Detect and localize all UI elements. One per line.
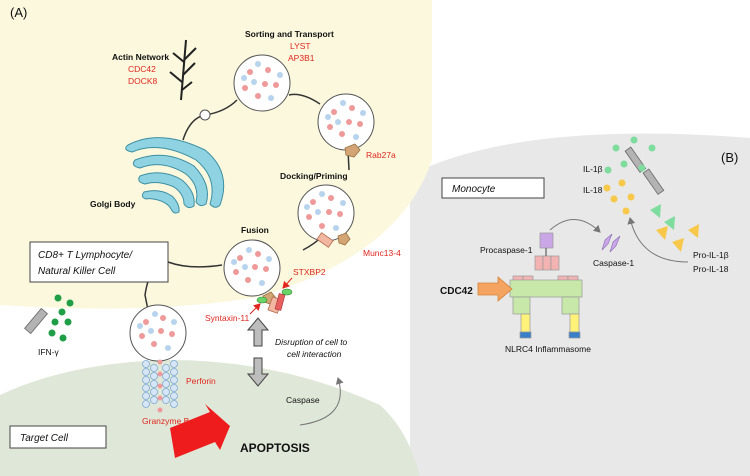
ifn-gamma-label: IFN-γ [38, 347, 60, 357]
disruption-line1: Disruption of cell to [275, 337, 348, 347]
activation-arrow [549, 219, 601, 233]
cdc42-label: CDC42 [128, 64, 156, 74]
granule-synapse [129, 304, 187, 362]
pro-il-1b-label: Pro-IL-1β [693, 250, 729, 260]
granule-docking [297, 184, 355, 242]
golgi-body-icon [125, 137, 225, 214]
caspase-label: Caspase [286, 395, 320, 405]
perforin-pore [142, 360, 178, 408]
rab27a-label: Rab27a [366, 150, 396, 160]
il-18-molecules [603, 179, 635, 215]
stxbp2-label: STXBP2 [293, 267, 326, 277]
pro-il-18-label: Pro-IL-18 [693, 264, 729, 274]
munc13-4-label: Munc13-4 [363, 248, 401, 258]
target-cell-label-box [9, 425, 107, 449]
procaspase-1-label: Procaspase-1 [480, 245, 533, 255]
ifn-gamma-receptor [24, 307, 48, 335]
cdc42-activation-arrow [477, 276, 513, 302]
munc13-4-protein [316, 232, 334, 248]
cdc42-panel-b-label: CDC42 [440, 286, 473, 297]
cytokine-channel-2 [642, 168, 665, 195]
granzyme-b-molecules [157, 359, 163, 413]
caspase-1-enzyme [601, 233, 621, 253]
docking-priming-label: Docking/Priming [280, 171, 348, 181]
panel-b-label: (B) [721, 150, 738, 165]
perforin-label: Perforin [186, 376, 216, 386]
syntaxin-11-label: Syntaxin-11 [205, 313, 250, 323]
caspase-1-label: Caspase-1 [593, 258, 634, 268]
nlrc4-inflammasome-complex [509, 232, 583, 339]
il-18-label: IL-18 [583, 185, 603, 195]
fusion-label: Fusion [241, 225, 269, 235]
actin-network-label: Actin Network [112, 52, 169, 62]
cell-type-label-box [29, 241, 169, 283]
syntaxin-11-pointer [249, 303, 261, 315]
pro-il-1b-molecules [650, 204, 675, 230]
stxbp2-pointer [282, 277, 293, 289]
monocyte-label-box [441, 177, 545, 199]
vesicle-budding [199, 109, 211, 121]
lyst-label: LYST [290, 41, 311, 51]
nlrc4-label: NLRC4 Inflammasome [505, 344, 591, 354]
golgi-body-label: Golgi Body [90, 199, 136, 209]
snare-complex [256, 288, 293, 314]
sorting-transport-label: Sorting and Transport [245, 29, 334, 39]
granule-fusion [223, 239, 281, 297]
rab27a-protein [344, 143, 361, 158]
il-1b-molecules [604, 136, 656, 174]
caspase-feedback-arrow [299, 377, 344, 426]
target-cell-label: Target Cell [20, 433, 69, 444]
granule-transport [317, 93, 375, 151]
ifn-gamma-molecules [48, 294, 74, 342]
granzyme-b-label: Granzyme B [142, 416, 190, 426]
disruption-line2: cell interaction [287, 349, 342, 359]
il-1b-label: IL-1β [583, 164, 603, 174]
cell-type-line1: CD8+ T Lymphocyte/ [38, 250, 133, 261]
panel-a-label: (A) [10, 5, 27, 20]
monocyte-cell-body [410, 133, 750, 476]
apoptosis-arrow [170, 404, 230, 458]
pro-il-18-molecules [656, 224, 699, 252]
monocyte-label: Monocyte [452, 184, 496, 195]
rab27a-docked [337, 232, 351, 246]
ap3b1-label: AP3B1 [288, 53, 315, 63]
actin-network-icon [169, 39, 197, 101]
disruption-double-arrow [246, 317, 270, 387]
granule-sorting [233, 54, 291, 112]
cell-type-line2: Natural Killer Cell [38, 266, 116, 277]
cleavage-arrow [627, 217, 689, 263]
dock8-label: DOCK8 [128, 76, 158, 86]
apoptosis-label: APOPTOSIS [240, 441, 310, 455]
